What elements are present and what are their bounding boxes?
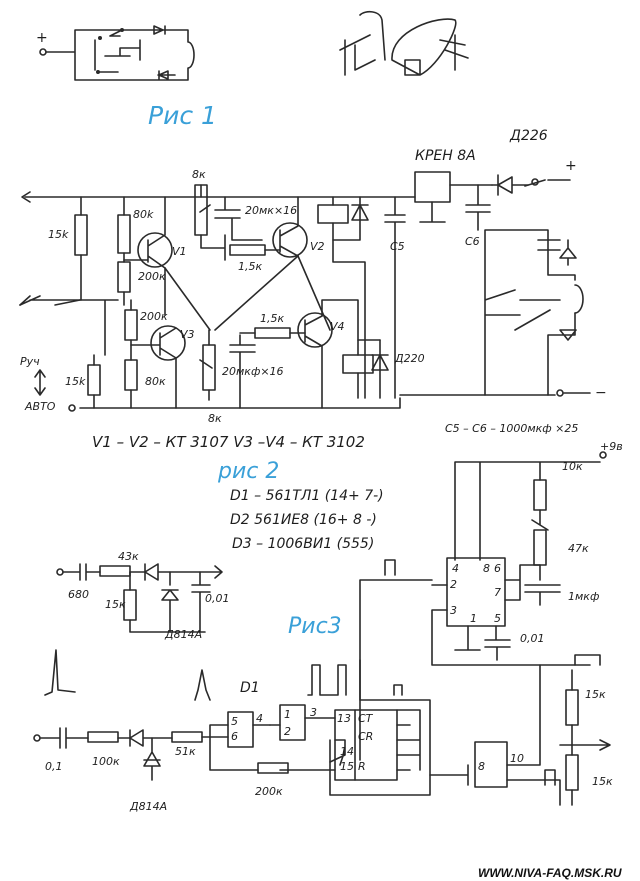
pin-counter-ct: CT — [358, 712, 374, 725]
pin-555-2: 2 — [450, 578, 457, 591]
pin-555-1: 1 — [470, 612, 477, 625]
pin-d1-3: 3 — [310, 706, 317, 719]
diode-d226-label: Д226 — [509, 128, 548, 144]
supply-label: +9в — [600, 440, 623, 453]
fig2-circuit — [19, 171, 591, 412]
r-15k-in-label: 15к — [105, 598, 126, 611]
c6-label: С6 — [465, 235, 480, 248]
v1-label: V1 — [172, 245, 187, 258]
c-01-label: 0,1 — [45, 760, 63, 773]
fig2-top-rail — [24, 179, 571, 198]
pin-counter-13: 13 — [337, 712, 351, 725]
r-200k-b-label: 200к — [140, 310, 168, 323]
d1-label: D1 — [240, 680, 260, 696]
fig2-minus-label: − — [595, 385, 607, 401]
v3-label: V3 — [180, 328, 195, 341]
pin-d3-8: 8 — [478, 760, 485, 773]
c-680-label: 680 — [68, 588, 89, 601]
pin-d1-5: 5 — [231, 715, 238, 728]
pin-555-5: 5 — [494, 612, 501, 625]
fig2-labels: КРЕН 8А Д226 + − 15k 80k 8к 20мк×16 1,5к… — [20, 128, 607, 451]
fig3-input-circuit — [56, 563, 223, 633]
diode-d220-label: Д220 — [394, 352, 425, 365]
r-47k-label: 47к — [568, 542, 589, 555]
pin-555-8: 8 — [483, 562, 490, 575]
fig3-labels: +9в 10к 47к 1мкф 0,01 15к 15к 680 43к 15… — [45, 440, 623, 813]
pin-d1-2: 2 — [284, 725, 291, 738]
fig3-caption: Рис3 — [288, 614, 342, 639]
pin-d1-1: 1 — [284, 708, 291, 721]
pin-555-4: 4 — [452, 562, 459, 575]
c-1mkf-label: 1мкф — [568, 590, 599, 603]
c-20mkf-top-label: 20мк×16 — [245, 204, 297, 217]
c-001-right-label: 0,01 — [520, 632, 545, 645]
fig1-wires — [45, 25, 195, 81]
d1-spec: D1 – 561ТЛ1 (14+ 7-) — [230, 488, 384, 504]
d1-gate-a — [227, 711, 254, 748]
caps-note: С5 – С6 – 1000мкф ×25 — [445, 422, 578, 435]
d1-gate-b — [279, 704, 306, 741]
fig1-terminal — [39, 48, 47, 56]
r-10k-label: 10к — [562, 460, 583, 473]
manual-mode-label: Руч — [20, 355, 40, 368]
r-15k-left-label: 15k — [48, 228, 69, 241]
regulator-label: КРЕН 8А — [415, 148, 476, 164]
r-43k-label: 43к — [118, 550, 139, 563]
transistors-note: V1 – V2 – КТ 3107 V3 –V4 – КТ 3102 — [92, 433, 365, 451]
r-80k-top-label: 80k — [133, 208, 154, 221]
fig3-main-circuit — [33, 649, 561, 806]
fig3-timer-circuit — [359, 451, 611, 806]
r-15k-a-label: 15к — [585, 688, 606, 701]
d2-spec: D2 561ИЕ8 (16+ 8 -) — [230, 512, 377, 528]
pin-555-7: 7 — [494, 586, 501, 599]
regulator-block — [414, 171, 451, 203]
footer-url: WWW.NIVA-FAQ.MSK.RU — [478, 866, 622, 880]
pin-counter-cr: CR — [358, 730, 373, 743]
pin-555-3: 3 — [450, 604, 457, 617]
r-8k-bottom-label: 8к — [208, 412, 222, 425]
zener-bottom-label: Д814А — [129, 800, 167, 813]
pin-d1-4: 4 — [256, 712, 263, 725]
r-100k-label: 100к — [92, 755, 120, 768]
r-8k-top-label: 8к — [192, 168, 206, 181]
v4-label: V4 — [330, 320, 345, 333]
auto-mode-label: АВТО — [24, 400, 56, 413]
pin-counter-r: R — [358, 760, 366, 773]
pin-d3-10: 10 — [510, 752, 524, 765]
v2-label: V2 — [310, 240, 325, 253]
fig1-caption: Рис 1 — [148, 101, 217, 130]
r-200k-label: 200к — [255, 785, 283, 798]
r-80k-bottom-label: 80к — [145, 375, 166, 388]
pin-counter-14: 14 — [340, 745, 354, 758]
r-15k-b-label: 15к — [592, 775, 613, 788]
c-20mkf-bottom-label: 20мкф×16 — [222, 365, 284, 378]
zener-top-label: Д814А — [164, 628, 202, 641]
fig1-plus-label: + — [36, 30, 48, 46]
r-1-5k-mid-label: 1,5к — [260, 312, 284, 325]
r-200k-a-label: 200к — [138, 270, 166, 283]
d3-spec: D3 – 1006ВИ1 (555) — [232, 536, 374, 552]
fig2-caption: рис 2 — [217, 459, 279, 484]
pin-counter-15: 15 — [340, 760, 354, 773]
r-15k-bottom-label: 15k — [65, 375, 86, 388]
fig2-plus-label: + — [565, 158, 577, 174]
fig1-circuit: + — [36, 25, 195, 81]
pin-555-6: 6 — [494, 562, 501, 575]
pin-d1-6: 6 — [231, 730, 238, 743]
counter-block — [334, 709, 398, 781]
fig3-specs: D1 – 561ТЛ1 (14+ 7-) D2 561ИЕ8 (16+ 8 -)… — [230, 488, 384, 552]
c-001-in-label: 0,01 — [205, 592, 230, 605]
c5-label: С5 — [390, 240, 405, 253]
r-1-5k-top-label: 1,5к — [238, 260, 262, 273]
r-51k-label: 51к — [175, 745, 196, 758]
fig1-switch-sketch — [339, 10, 469, 76]
timer-555-block — [446, 557, 506, 627]
